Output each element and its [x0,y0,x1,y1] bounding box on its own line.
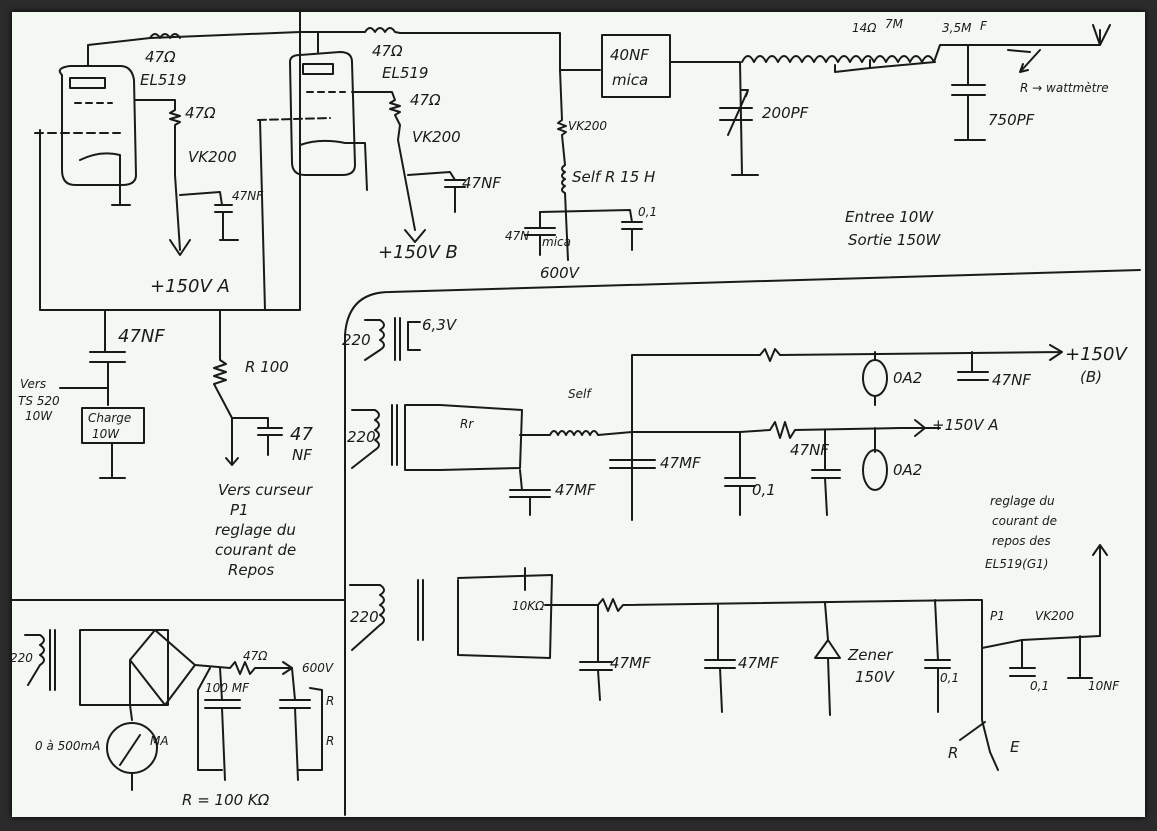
label: 150V [855,668,896,686]
bias-supply [349,544,1108,771]
tube-label: EL519 [140,71,186,89]
supply-label: +150V A [150,276,230,297]
label: 600V [302,661,334,675]
label: 47MF [555,481,596,499]
label: R [326,734,334,748]
power-supply-150v [351,317,1063,521]
label: 47NF [118,326,165,347]
label: VK200 [188,148,237,166]
label: 0A2 [893,369,922,387]
label: 10KΩ [512,599,545,613]
label: 47MF [738,654,779,672]
label: 47 [290,424,313,445]
label: 14Ω [852,21,877,35]
label: 47N [505,229,529,243]
label: VK200 [1035,609,1074,623]
hv-supply [24,629,323,791]
label: 0,1 [752,481,776,499]
label: Vers [20,377,46,391]
label: 47Ω [410,91,441,109]
pi-network [669,24,1111,176]
label: 10NF [1088,679,1120,693]
label: Zener [847,646,893,664]
label: courant de [992,514,1057,528]
label: E [1010,738,1020,756]
tube-1-el519 [34,31,366,256]
label: NF [292,446,312,464]
label: TS 520 [18,394,60,408]
label: 0,1 [638,205,657,219]
label: 47NF [992,371,1031,389]
label: VK200 [568,119,607,133]
label: 47NF [462,174,501,192]
label: MA [150,734,169,748]
label: 6,3V [422,316,458,334]
label: mica [612,71,648,89]
label: 47MF [660,454,701,472]
label: 0,1 [940,671,959,685]
label: 40NF [610,46,649,64]
label: 100 MF [205,681,250,695]
tube-2-el519 [257,27,643,311]
label: VK200 [412,128,461,146]
tube-label: EL519 [382,64,428,82]
label: R [948,744,958,762]
label: 0A2 [893,461,922,479]
coupling-cap-box [601,34,671,98]
label: R = 100 KΩ [182,791,270,809]
section-borders [11,9,1141,816]
label: Sortie 150W [848,231,942,249]
label: (B) [1080,368,1102,386]
label: 750PF [988,111,1035,129]
input-network [59,309,283,479]
label: 47Ω [145,48,176,66]
label: courant de [215,541,296,559]
label: 220 [347,428,376,446]
label: +150V [1065,344,1128,365]
label: +150V A [932,416,999,434]
label: 10W [25,409,53,423]
label: R [326,694,334,708]
label: 7M [885,17,904,31]
label: 47Ω [243,649,268,663]
label: 47MF [610,654,651,672]
label: 47Ω [185,104,216,122]
label: reglage du [990,494,1055,508]
label: 0 à 500mA [35,739,100,753]
label: EL519(G1) [985,557,1048,571]
supply-label: +150V B [378,242,458,263]
label: repos des [992,534,1051,548]
label: 220 [10,651,33,665]
label: 47NF [232,189,264,203]
label: R 100 [245,358,289,376]
label: P1 [230,501,249,519]
label: 47NF [790,441,829,459]
label: 10W [92,427,120,441]
label: Vers curseur [218,481,313,499]
label: 0,1 [1030,679,1049,693]
label: R → wattmètre [1020,81,1109,95]
label: 600V [540,264,581,282]
label: reglage du [215,521,296,539]
label: mica [542,235,571,249]
label: P1 [990,609,1005,623]
label: 220 [350,608,379,626]
label: 3,5M [942,21,972,35]
label: Entree 10W [845,208,934,226]
label: 200PF [762,104,809,122]
label: 47Ω [372,42,403,60]
label: 220 [342,331,371,349]
label: Self [568,387,592,401]
label: Repos [228,561,274,579]
label: Rr [460,417,474,431]
parasitic-choke-1 [149,33,181,39]
label: Charge [88,411,131,425]
label: F [980,19,988,33]
label: Self R 15 H [572,168,655,186]
